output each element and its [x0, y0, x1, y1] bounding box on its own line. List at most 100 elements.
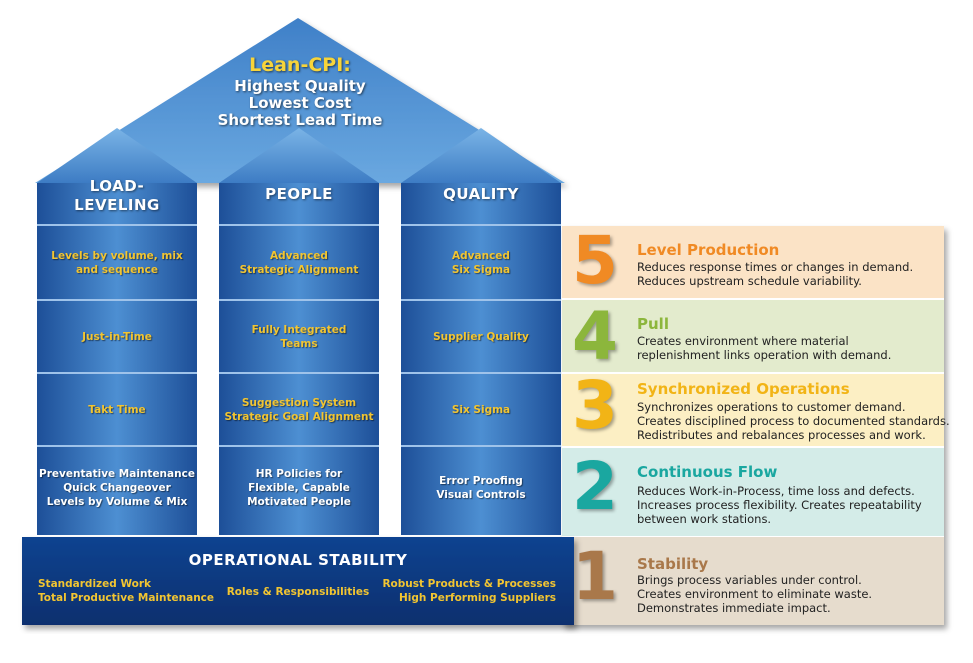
pillar-cell-bg: [37, 374, 197, 445]
base-item-line: Roles & Responsibilities: [226, 586, 370, 598]
pillar-divider: [401, 445, 561, 447]
cell-line: Six Sigma: [451, 263, 511, 276]
cell-line: HR Policies for: [255, 468, 343, 480]
pillar-cell: Advanced Strategic Alignment: [219, 226, 379, 299]
pillar-divider: [37, 224, 197, 226]
pillar-cell-bg: [401, 374, 561, 445]
pillar-divider: [401, 299, 561, 301]
level-desc-line: Redistributes and rebalances processes a…: [637, 428, 926, 442]
cell-line: and sequence: [75, 263, 159, 276]
pillar-cell: Six Sigma: [401, 374, 561, 445]
pillar-divider: [37, 372, 197, 374]
pillar-cell: Suggestion System Strategic Goal Alignme…: [219, 374, 379, 445]
pillar-cell-bg: [401, 226, 561, 299]
pillar: [37, 128, 197, 535]
cell-line: Motivated People: [247, 496, 351, 508]
roof-shape: [35, 18, 565, 183]
level-divider: [562, 372, 944, 374]
pillar-cell: Takt Time: [37, 374, 197, 445]
cell-line: Levels by volume, mix: [51, 249, 183, 262]
cell-line: Six Sigma: [451, 403, 511, 416]
pillar-cell: Error Proofing Visual Controls: [401, 447, 561, 529]
pillar-cell: Supplier Quality: [401, 301, 561, 372]
level-band: [562, 226, 944, 298]
level-title-1: Stability: [637, 555, 709, 573]
level-desc-line: Creates environment to eliminate waste.: [637, 587, 873, 601]
cell-line: Suggestion System: [241, 396, 357, 409]
level-desc-line: Demonstrates immediate impact.: [637, 601, 831, 615]
pillar-cap: [219, 128, 379, 183]
cell-line: Preventative Maintenance: [39, 468, 195, 480]
pillar-divider: [219, 224, 379, 226]
pillar-heading-line: PEOPLE: [265, 185, 333, 203]
base-left-items: Standardized Work Total Productive Maint…: [38, 577, 228, 605]
level-desc-line: Increases process flexibility. Creates r…: [637, 498, 922, 512]
roof-line-2: Lowest Cost: [248, 94, 352, 112]
cell-line: Just-in-Time: [82, 330, 152, 343]
pillar-divider: [401, 224, 561, 226]
pillar-cell-bg: [219, 301, 379, 372]
cell-line: Levels by Volume & Mix: [46, 496, 188, 508]
level-desc-line: replenishment links operation with deman…: [637, 348, 892, 362]
house: [22, 18, 574, 625]
level-divider: [562, 298, 944, 300]
pillar-cell: Fully Integrated Teams: [219, 301, 379, 372]
cell-line: Takt Time: [88, 403, 146, 416]
base-title: OPERATIONAL STABILITY: [188, 551, 408, 569]
roof-line-3: Shortest Lead Time: [217, 111, 383, 129]
level-number-1: 1: [572, 538, 618, 615]
level-divider: [562, 446, 944, 448]
pillar-divider: [219, 372, 379, 374]
level-desc-line: Synchronizes operations to customer dema…: [637, 400, 906, 414]
pillar-divider: [37, 445, 197, 447]
cell-line: Strategic Goal Alignment: [224, 410, 374, 423]
level-desc-line: Reduces Work-in-Process, time loss and d…: [637, 484, 915, 498]
level-title-4: Pull: [637, 315, 669, 333]
level-number-2: 2: [572, 448, 618, 525]
level-band: [562, 300, 944, 372]
pillar-heading-line: LEVELING: [74, 196, 160, 214]
level-desc-3: Synchronizes operations to customer dema…: [637, 400, 950, 442]
pillar: [219, 128, 379, 535]
level-desc-2: Reduces Work-in-Process, time loss and d…: [637, 484, 922, 526]
level-number-3: 3: [572, 367, 618, 444]
levels-panel: [562, 226, 944, 625]
pillar-cell-bg: [37, 447, 197, 535]
level-title-5: Level Production: [637, 241, 780, 259]
cell-line: Visual Controls: [436, 489, 526, 501]
pillar-cap: [401, 128, 561, 183]
level-desc-line: Brings process variables under control.: [637, 573, 862, 587]
base-item-line: Robust Products & Processes: [382, 578, 556, 590]
pillar-cell-bg: [219, 226, 379, 299]
pillar-cell-bg: [401, 301, 561, 372]
cell-line: Advanced: [452, 249, 510, 262]
pillar-heading-quality: QUALITY: [401, 185, 561, 204]
roof-line-1: Highest Quality: [234, 77, 366, 95]
base-middle-items: Roles & Responsibilities: [210, 585, 386, 599]
base-item-line: Standardized Work: [38, 578, 152, 590]
level-number-5: 5: [572, 222, 618, 299]
level-title-3: Synchronized Operations: [637, 380, 850, 398]
pillar-cell-bg: [37, 301, 197, 372]
pillar-divider: [401, 372, 561, 374]
level-band: [562, 374, 944, 446]
level-desc-line: Reduces upstream schedule variability.: [637, 274, 862, 288]
pillar-cell: Preventative Maintenance Quick Changeove…: [37, 447, 197, 529]
pillar-divider: [219, 445, 379, 447]
base-item-line: Total Productive Maintenance: [38, 592, 215, 604]
roof-title: Lean-CPI:: [249, 54, 351, 76]
pillar-cell-bg: [219, 447, 379, 535]
cell-line: Teams: [280, 337, 318, 350]
level-band: [562, 537, 944, 625]
pillar-cell: Just-in-Time: [37, 301, 197, 372]
pillar-divider: [37, 299, 197, 301]
pillar-cell-bg: [37, 226, 197, 299]
level-number-4: 4: [572, 298, 618, 375]
level-desc-line: Creates disciplined process to documente…: [637, 414, 950, 428]
cell-line: Strategic Alignment: [239, 263, 359, 276]
pillar-head: [401, 183, 561, 224]
pillar-head: [37, 183, 197, 224]
cell-line: Advanced: [270, 249, 328, 262]
